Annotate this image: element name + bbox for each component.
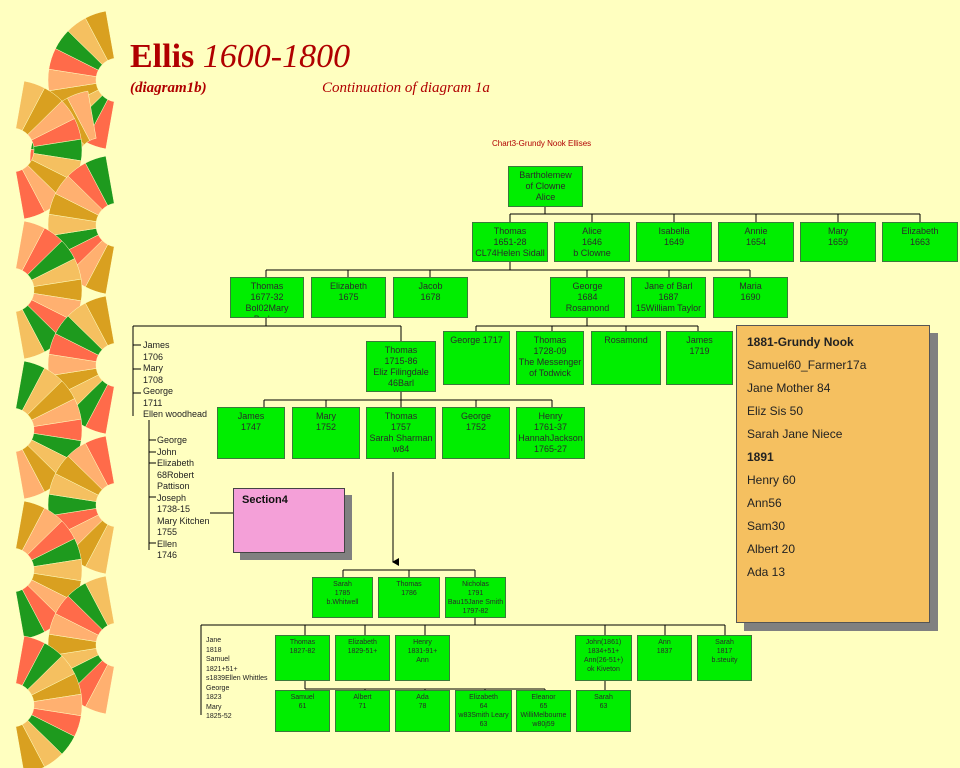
census-line: Henry 60	[747, 473, 796, 487]
person-nicholas-1791: Nicholas 1791 Bau15Jane Smith 1797-82	[445, 577, 506, 618]
census-line: Ada 13	[747, 565, 786, 579]
fan-segment	[15, 169, 45, 220]
section4-link[interactable]: Section4	[233, 488, 345, 553]
fan-segment	[85, 575, 115, 626]
person-thomas-1715: Thomas 1715-86 Eliz Filingdale 46Barl	[366, 341, 436, 392]
list-nicholas-other-children: Jane 1818 Samuel 1821+51+ s1839Ellen Whi…	[206, 637, 268, 720]
person-thomas-1786: Thomas 1786	[378, 577, 440, 618]
person-elizabeth-1675: Elizabeth 1675	[311, 277, 386, 318]
person-henry-1831: Henry 1831-91+ Ann	[395, 635, 450, 681]
person-samuel-61: Samuel 61	[275, 690, 330, 732]
person-george-1752: George 1752	[442, 407, 510, 459]
decorative-fan-border	[15, 10, 115, 768]
person-alice-1646: Alice 1646 b Clowne	[554, 222, 630, 262]
person-thomas-1677: Thomas 1677-32 Bol02Mary Barker	[230, 277, 304, 318]
person-isabella: Isabella 1649	[636, 222, 712, 262]
chart-caption: Chart3-Grundy Nook Ellises	[492, 139, 592, 148]
person-mary-1659: Mary 1659	[800, 222, 876, 262]
person-henry-1761: Henry 1761-37 HannahJackson 1765-27	[516, 407, 585, 459]
person-ada-78: Ada 78	[395, 690, 450, 732]
person-john-1834: John(1861) 1834+51+ Ann(26-51+) ok Kivet…	[575, 635, 632, 681]
census-line: Jane Mother 84	[747, 381, 831, 395]
person-rosamond: Rosamond	[591, 331, 661, 385]
list-thomas-1677-children: James 1706 Mary 1708 George 1711 Ellen w…	[143, 340, 208, 419]
fan-segment	[85, 10, 115, 61]
person-george-1717: George 1717	[443, 331, 510, 385]
person-george-1684: George 1684 Rosamond	[550, 277, 625, 318]
person-sarah-1785: Sarah 1785 b.Whitwell	[312, 577, 373, 618]
fan-ornament	[15, 360, 83, 500]
person-elizabeth-1829: Elizabeth 1829-51+	[335, 635, 390, 681]
person-ann-1837: Ann 1837	[637, 635, 692, 681]
person-albert-71: Albert 71	[335, 690, 390, 732]
person-thomas-1728: Thomas 1728-09 The Messenger of Todwick	[516, 331, 584, 385]
fan-ornament	[15, 635, 83, 768]
person-thomas-1827: Thomas 1827-82	[275, 635, 330, 681]
person-thomas-1757: Thomas 1757 Sarah Sharman w84	[366, 407, 436, 459]
person-annie: Annie 1654	[718, 222, 794, 262]
person-elizabeth-1663: Elizabeth 1663	[882, 222, 958, 262]
person-jane-of-barl: Jane of Barl 1687 15William Taylor	[631, 277, 706, 318]
person-jacob: Jacob 1678	[393, 277, 468, 318]
fan-segment	[15, 309, 45, 360]
person-sarah-1817: Sarah 1817 b.steuity	[697, 635, 752, 681]
census-line: Sam30	[747, 519, 786, 533]
continuation-note: Continuation of diagram 1a	[322, 80, 490, 96]
fan-ornament	[15, 80, 83, 220]
person-maria: Maria 1690	[713, 277, 788, 318]
diagram-subtitle: (diagram1b)	[130, 80, 207, 96]
title-years: 1600-1800	[202, 38, 351, 75]
census-line: Sarah Jane Niece	[747, 427, 843, 441]
census-line: Eliz Sis 50	[747, 404, 804, 418]
census-line: Ann56	[747, 496, 782, 510]
title-name: Ellis	[130, 38, 195, 75]
page-title: Ellis 1600-1800	[130, 38, 350, 76]
fan-segment	[85, 155, 115, 206]
person-james-1719: James 1719	[666, 331, 733, 385]
census-line: Albert 20	[747, 542, 796, 556]
census-line: Samuel60_Farmer17a	[747, 358, 867, 372]
person-sarah-63: Sarah 63	[576, 690, 631, 732]
census-line: 1881-Grundy Nook	[747, 335, 854, 349]
fan-segment	[67, 90, 97, 141]
person-thomas-1651: Thomas 1651-28 CL74Helen Sidall	[472, 222, 548, 262]
person-mary-1752: Mary 1752	[292, 407, 360, 459]
person-elizabeth-64: Elizabeth 64 w83Smith Leary 63	[455, 690, 512, 732]
fan-segment	[85, 435, 115, 486]
fan-ornament	[15, 220, 83, 360]
fan-segment	[85, 295, 115, 346]
list-george-1711-children: George John Elizabeth 68Robert Pattison …	[157, 435, 210, 560]
census-line: 1891	[747, 450, 774, 464]
person-james-1747: James 1747	[217, 407, 285, 459]
person-bartholemew: Bartholemew of Clowne Alice	[508, 166, 583, 207]
fan-segment	[15, 449, 45, 500]
person-eleanor-65: Eleanor 65 WilliMelbourne w80j59	[516, 690, 571, 732]
